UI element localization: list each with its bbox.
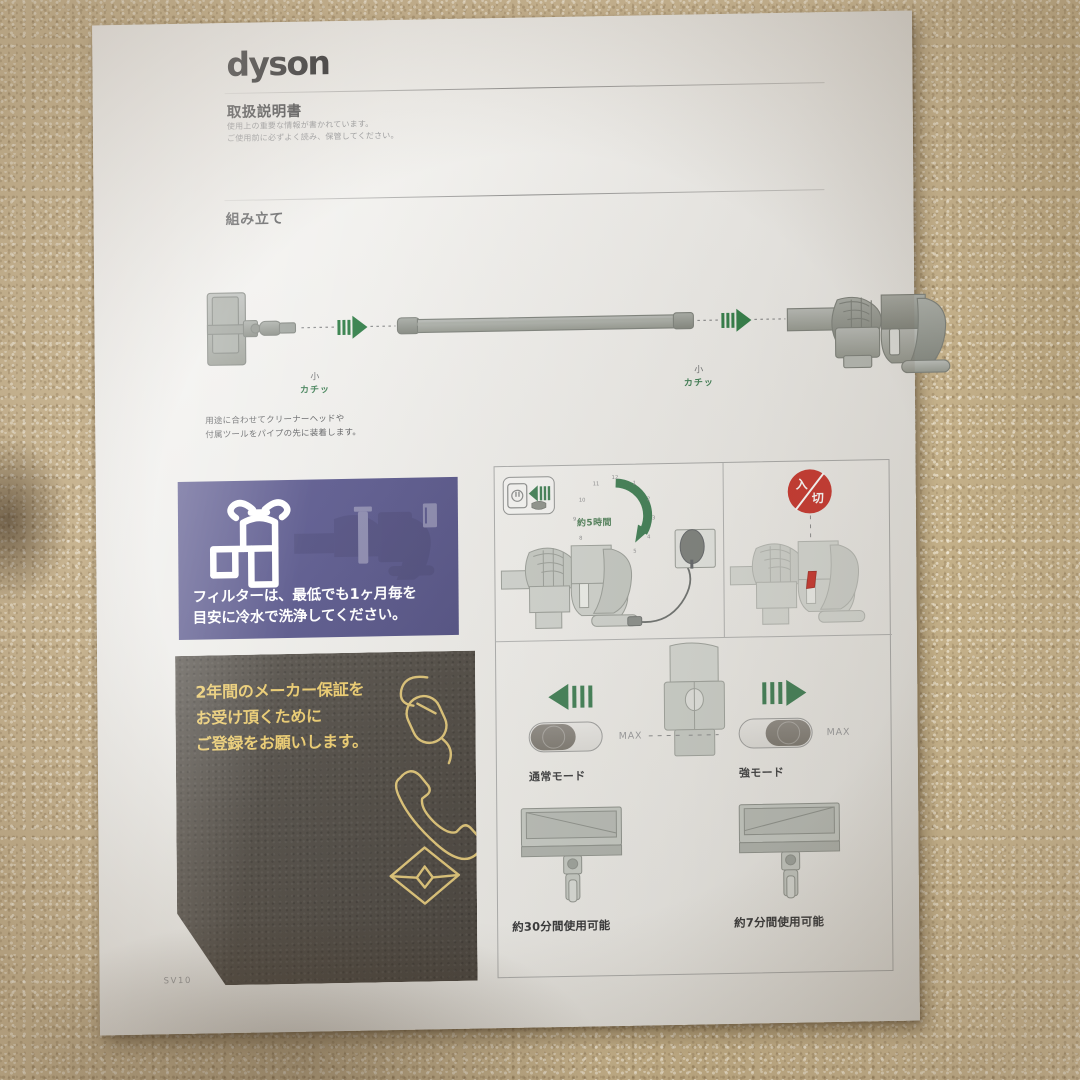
click-text-right: カチッ	[683, 378, 714, 389]
page-subtitle: 使用上の重要な情報が書かれています。 ご使用前に必ずよく読み、保管してください。	[227, 118, 399, 146]
click-label-left: 小 カチッ	[295, 369, 335, 396]
instruction-manual-sheet: dyson 取扱説明書 使用上の重要な情報が書かれています。 ご使用前に必ずよく…	[92, 10, 951, 1036]
click-mark-left: 小	[310, 372, 320, 383]
mouse-icon	[401, 676, 452, 764]
power-onoff-badge: 入 切	[787, 469, 832, 514]
runtime-caption-normal: 約30分間使用可能	[512, 918, 611, 934]
click-text-left: カチッ	[299, 385, 331, 396]
charging-vacuum-illustration	[500, 528, 716, 629]
wand-pipe-illustration	[396, 312, 694, 335]
cleaner-head-runtime-normal	[520, 806, 623, 903]
green-arrow-left-icon	[548, 683, 593, 710]
green-arrow-right-icon	[762, 679, 807, 706]
assembly-caption-line2: 付属ツールをパイプの先に装着します。	[205, 427, 362, 441]
header-divider-bottom	[224, 189, 825, 202]
filter-care-line2: 目安に冷水で洗浄してください。	[192, 606, 407, 627]
clock-number-3: 3	[651, 515, 656, 522]
dust-bin-illustration	[663, 642, 726, 757]
assembly-diagram	[199, 269, 951, 412]
cleaner-head-illustration	[206, 292, 297, 366]
click-mark-right: 小	[694, 365, 704, 376]
power-mode-slider-normal[interactable]	[528, 721, 603, 753]
plug-icon-graphic	[507, 483, 551, 510]
mode-caption-max: 強モード	[738, 765, 785, 780]
charging-cell: 12 1 2 3 4 5 6 7 8 9 10 11 約5時間	[495, 463, 724, 641]
filter-care-text: フィルターは、最低でも1ヶ月毎を 目安に冷水で洗浄してください。	[193, 584, 417, 630]
assembly-section-title: 組み立て	[225, 211, 285, 229]
dyson-logo: dyson	[226, 43, 330, 85]
max-label-left: MAX	[618, 730, 643, 742]
envelope-icon	[391, 847, 459, 904]
power-on-label: 入	[795, 477, 808, 492]
assembly-dash-left	[301, 326, 336, 329]
green-arrow-right-2	[721, 308, 752, 332]
green-arrow-right-1	[337, 315, 368, 339]
slider-knob-max[interactable]	[765, 719, 811, 747]
faucet-icon	[209, 499, 291, 588]
assembly-caption: 用途に合わせてクリーナーヘッドや 付属ツールをパイプの先に装着します。	[205, 413, 361, 443]
warranty-line3: ご登録をお願いします。	[195, 731, 368, 754]
header-divider-top	[224, 82, 825, 95]
power-cell: 入 切	[724, 460, 892, 637]
main-body-illustration	[786, 293, 951, 374]
max-label-right: MAX	[826, 726, 851, 739]
clock-arc-graphic	[615, 478, 653, 543]
page-subtitle-line2: ご使用前に必ずよく読み、保管してください。	[226, 131, 399, 144]
warranty-line2: お受け頂くために	[195, 706, 322, 728]
clock-number-1: 1	[632, 480, 637, 487]
power-off-label: 切	[811, 491, 824, 506]
page-title: 取扱説明書	[226, 103, 302, 122]
clock-number-11: 11	[592, 481, 600, 488]
clock-number-9: 9	[572, 516, 577, 523]
manual-page: dyson 取扱説明書 使用上の重要な情報が書かれています。 ご使用前に必ずよく…	[92, 10, 951, 1035]
vacuum-ghost-illustration	[294, 503, 438, 581]
charging-clock: 12 1 2 3 4 5 6 7 8 9 10 11	[571, 472, 662, 562]
runtime-caption-max: 約7分間使用可能	[734, 914, 825, 930]
slider-knob-normal[interactable]	[530, 723, 576, 751]
power-vacuum-illustration	[729, 540, 866, 625]
mode-caption-normal: 通常モード	[528, 769, 586, 784]
power-mode-slider-max[interactable]	[738, 717, 813, 749]
operation-instruction-box: 12 1 2 3 4 5 6 7 8 9 10 11 約5時間	[493, 458, 894, 979]
warranty-line1: 2年間のメーカー保証を	[195, 679, 365, 702]
click-label-right: 小 カチッ	[679, 362, 719, 389]
warranty-contact-icons	[387, 665, 463, 916]
filter-care-panel: フィルターは、最低でも1ヶ月毎を 目安に冷水で洗浄してください。	[177, 476, 459, 641]
warranty-registration-panel: 2年間のメーカー保証を お受け頂くために ご登録をお願いします。	[175, 651, 478, 987]
clock-number-10: 10	[578, 497, 586, 504]
model-number: SV10	[163, 975, 193, 987]
mode-normal-group: MAX 通常モード	[506, 680, 692, 784]
telephone-icon	[396, 770, 478, 860]
clock-number-2: 2	[646, 496, 651, 503]
cleaner-head-runtime-max	[738, 802, 841, 899]
warranty-text: 2年間のメーカー保証を お受け頂くために ご登録をお願いします。	[195, 677, 368, 758]
assembly-illustration	[206, 292, 951, 374]
plug-into-outlet-icon	[502, 476, 555, 516]
clock-number-12: 12	[611, 474, 619, 482]
mode-max-group: MAX 強モード	[688, 676, 888, 780]
assembly-dash-right2	[754, 318, 786, 321]
